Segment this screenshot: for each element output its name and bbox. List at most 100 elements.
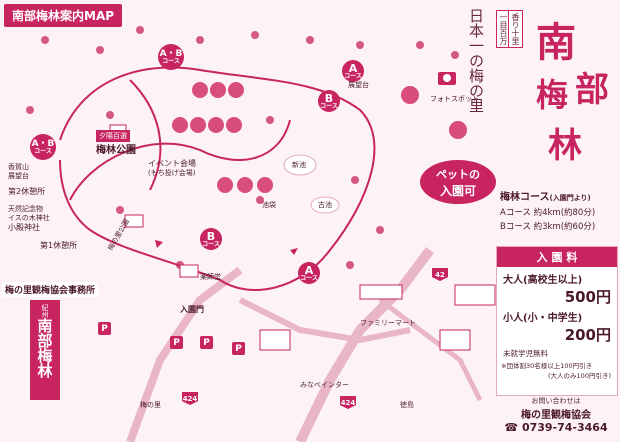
pond-furuike bbox=[310, 196, 340, 214]
fee-child-label: 小人(小・中学生) bbox=[503, 313, 583, 324]
person-icon bbox=[401, 86, 419, 104]
contact-org: 梅の里観梅協会 bbox=[521, 410, 591, 421]
catch-line: 日本一の梅の里 bbox=[467, 8, 485, 113]
label-event-venue: イベント会場 bbox=[148, 159, 196, 168]
building-icon bbox=[439, 329, 471, 351]
label-entrance: 入園門 bbox=[180, 305, 204, 314]
badge-letter: A・B bbox=[159, 48, 183, 59]
parking-icon: P bbox=[200, 336, 213, 349]
office-label: 梅の里観梅協会事務所 bbox=[2, 282, 99, 297]
road-main bbox=[295, 247, 434, 442]
badge-letter: B bbox=[324, 91, 334, 105]
arrow-icon bbox=[155, 240, 163, 248]
plum-tree-icon bbox=[106, 111, 114, 119]
label-rest-2: 第2休憩所 bbox=[8, 187, 46, 196]
badge-letter: A・B bbox=[31, 138, 55, 149]
label-koyasu-shrine: 小殿神社 bbox=[8, 223, 40, 232]
label-family-mart: ファミリーマート bbox=[360, 319, 416, 327]
title-char-2: 部 bbox=[575, 70, 609, 110]
plum-tree-icon bbox=[116, 206, 124, 214]
person-icon bbox=[226, 117, 242, 133]
fee-group-note-1: ※団体割30名様以上100円引き bbox=[501, 362, 593, 370]
pet-line-2: 入園可 bbox=[439, 184, 476, 198]
plum-tree-icon bbox=[416, 41, 424, 49]
tag-line-2: 香り十里 bbox=[508, 10, 523, 48]
plum-tree-icon bbox=[251, 31, 259, 39]
label-koyasu-1: 天然記念物 bbox=[8, 205, 43, 213]
badge-letter: B bbox=[206, 229, 216, 243]
person-icon bbox=[237, 177, 253, 193]
label-tokushima: 徳島 bbox=[400, 401, 414, 409]
arrow-icon bbox=[290, 248, 298, 255]
banner-top: 紀州 bbox=[41, 304, 49, 318]
road-cross bbox=[238, 297, 411, 344]
building-icon bbox=[454, 284, 496, 306]
plum-tree-icon bbox=[351, 176, 359, 184]
parking-icon: P bbox=[98, 322, 111, 335]
badge-word: コース bbox=[344, 72, 362, 80]
course-info: 梅林コース(入園門より) Aコース 約4km(約80分) Bコース 約3km(約… bbox=[500, 188, 616, 232]
parking-icon: P bbox=[170, 336, 183, 349]
person-icon bbox=[217, 177, 233, 193]
parking-icon: P bbox=[232, 342, 245, 355]
badge-word: コース bbox=[34, 147, 52, 155]
badge-word: コース bbox=[320, 102, 338, 110]
fee-panel: 入 園 料 大人(高校生以上) 500円 小人(小・中学生) 200円 未就学児… bbox=[496, 246, 618, 396]
route-424-sign: 424 bbox=[182, 392, 198, 405]
course-b-info: Bコース 約3km(約60分) bbox=[500, 222, 596, 232]
badge-letter: A bbox=[304, 263, 314, 277]
route-inner bbox=[129, 79, 162, 191]
plum-tree-icon bbox=[306, 36, 314, 44]
course-heading: 梅林コース bbox=[500, 192, 550, 203]
pond-shinike bbox=[283, 154, 317, 176]
plum-tree-icon bbox=[96, 46, 104, 54]
badge-word: コース bbox=[162, 57, 180, 65]
building-icon bbox=[259, 329, 291, 351]
banner-name: 南部梅林 bbox=[35, 318, 54, 378]
office-banner: 紀州 南部梅林 bbox=[30, 300, 60, 400]
plum-tree-icon bbox=[356, 41, 364, 49]
route-42-sign: 42 bbox=[432, 268, 448, 281]
house-icon bbox=[124, 214, 144, 228]
label-furuike: 古池 bbox=[318, 201, 332, 209]
fee-adult-label: 大人(高校生以上) bbox=[503, 275, 583, 286]
house-icon bbox=[179, 264, 199, 278]
fee-adult-price: 500円 bbox=[564, 288, 611, 306]
plum-tree-icon bbox=[136, 26, 144, 34]
badge-letter: A bbox=[348, 61, 358, 75]
route-424-sign: 424 bbox=[340, 396, 356, 409]
course-heading-note: (入園門より) bbox=[549, 194, 591, 202]
person-icon bbox=[190, 117, 206, 133]
contact-inquiry: お問い合わせは bbox=[531, 397, 581, 405]
label-koyasu-2: イスの木神社 bbox=[8, 214, 50, 222]
badge-word: コース bbox=[300, 274, 318, 282]
person-icon bbox=[228, 82, 244, 98]
label-photo-spot: フォトスポット bbox=[430, 95, 479, 103]
plum-tree-icon bbox=[376, 226, 384, 234]
contact-box: お問い合わせは 梅の里観梅協会 ☎ 0739-74-3464 bbox=[496, 396, 616, 434]
road-west bbox=[126, 266, 243, 442]
label-bairin-park: 梅林公園 bbox=[96, 145, 136, 156]
title-char-4: 林 bbox=[548, 126, 582, 166]
fee-heading: 入 園 料 bbox=[497, 247, 617, 267]
label-rest-1: 第1休憩所 bbox=[40, 241, 78, 250]
plum-tree-icon bbox=[41, 36, 49, 44]
label-shinike: 新池 bbox=[292, 161, 306, 169]
person-icon bbox=[172, 117, 188, 133]
pet-badge: ペットの 入園可 bbox=[420, 160, 496, 204]
contact-phone[interactable]: 0739-74-3464 bbox=[521, 421, 608, 434]
person-icon bbox=[257, 177, 273, 193]
person-icon bbox=[192, 82, 208, 98]
label-yakushido: 薬師堂 bbox=[200, 273, 221, 281]
train-icon bbox=[359, 284, 403, 300]
label-yuuhi: 夕陽百選 bbox=[96, 130, 130, 142]
plum-tree-icon bbox=[451, 51, 459, 59]
